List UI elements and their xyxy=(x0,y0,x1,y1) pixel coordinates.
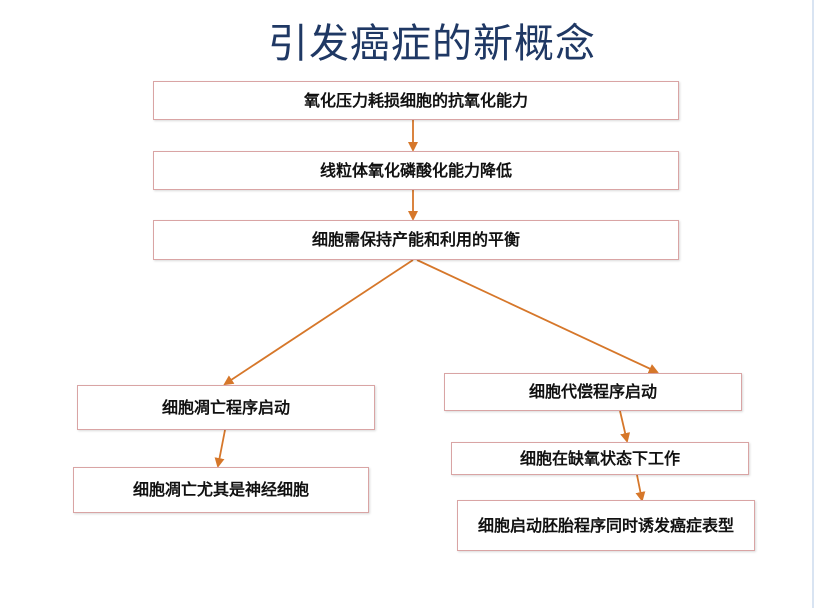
node-energy-balance-label: 细胞需保持产能和利用的平衡 xyxy=(311,230,520,249)
node-compensation-start: 细胞代偿程序启动 xyxy=(444,373,742,411)
node-mito-decline-label: 线粒体氧化磷酸化能力降低 xyxy=(319,160,512,180)
node-apoptosis-start-label: 细胞凋亡程序启动 xyxy=(161,397,290,417)
node-neuron-apoptosis: 细胞凋亡尤其是神经细胞 xyxy=(73,467,369,513)
node-compensation-start-label: 细胞代偿程序启动 xyxy=(528,382,657,401)
node-hypoxia-work: 细胞在缺氧状态下工作 xyxy=(451,442,749,475)
slide-title: 引发癌症的新概念 xyxy=(268,21,596,67)
arrow-balance-to-compensation xyxy=(416,259,659,374)
node-oxidative-stress: 氧化压力耗损细胞的抗氧化能力 xyxy=(153,81,679,120)
node-mito-decline: 线粒体氧化磷酸化能力降低 xyxy=(153,151,679,190)
arrow-balance-to-apoptosis xyxy=(223,259,414,386)
node-hypoxia-work-label: 细胞在缺氧状态下工作 xyxy=(519,448,680,468)
arrow-compensation-to-hypoxia xyxy=(619,410,631,443)
slide-edge xyxy=(812,0,814,608)
node-energy-balance: 细胞需保持产能和利用的平衡 xyxy=(153,220,679,260)
arrow-apoptosis-to-neuron xyxy=(214,429,226,468)
node-neuron-apoptosis-label: 细胞凋亡尤其是神经细胞 xyxy=(132,480,309,499)
node-embryonic-program-label: 细胞启动胚胎程序同时诱发癌症表型 xyxy=(478,515,735,535)
node-oxidative-stress-label: 氧化压力耗损细胞的抗氧化能力 xyxy=(303,90,528,110)
node-embryonic-program: 细胞启动胚胎程序同时诱发癌症表型 xyxy=(457,500,755,551)
arrow-hypoxia-to-embryonic xyxy=(635,474,646,502)
node-apoptosis-start: 细胞凋亡程序启动 xyxy=(77,385,375,430)
